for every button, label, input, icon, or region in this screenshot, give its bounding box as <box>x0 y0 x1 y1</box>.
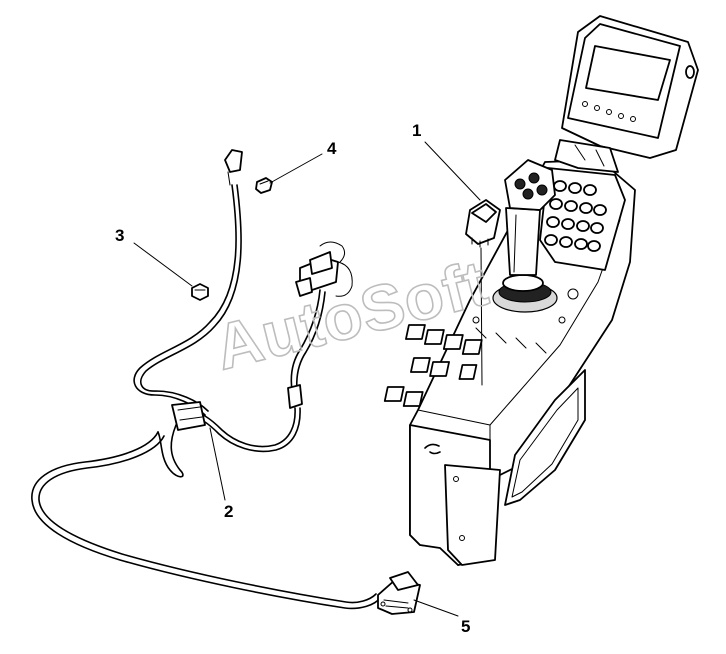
callout-1: 1 <box>412 121 421 140</box>
part-4-connector <box>255 177 273 194</box>
switch-bank <box>383 288 579 407</box>
display-monitor <box>554 15 699 173</box>
callout-4: 4 <box>327 139 337 158</box>
callout-labels: 1 2 3 4 5 <box>115 121 470 636</box>
leader-line-4 <box>269 153 323 184</box>
part-3-nut <box>191 283 209 301</box>
callout-5: 5 <box>461 617 470 636</box>
control-console <box>383 15 699 566</box>
callout-2: 2 <box>224 502 233 521</box>
part-2-wire-harness <box>31 149 381 610</box>
leader-line-5 <box>413 599 459 617</box>
leader-lines <box>133 141 481 617</box>
joystick <box>492 159 558 313</box>
leader-line-3 <box>133 242 193 287</box>
leader-line-1 <box>424 141 481 201</box>
leader-line-2 <box>209 427 226 501</box>
part-5-connector-block <box>377 571 421 615</box>
part-1-switch <box>465 199 501 386</box>
callout-3: 3 <box>115 226 124 245</box>
keypad-buttons <box>544 180 607 252</box>
